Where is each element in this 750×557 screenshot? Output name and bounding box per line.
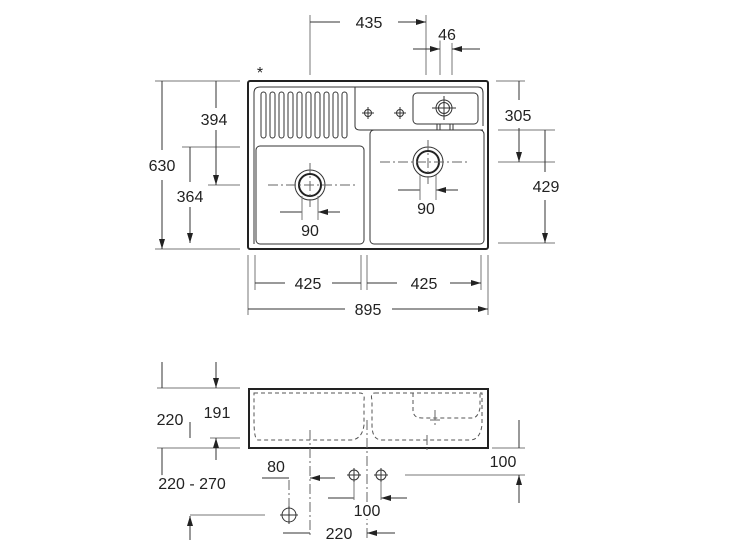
- dim-895: 895: [355, 302, 382, 319]
- rim-inner: [253, 86, 484, 244]
- overflow-box: [412, 92, 479, 125]
- dim-191: 191: [204, 405, 231, 422]
- dim-305: 305: [505, 108, 532, 125]
- waste-pipe-icon: [280, 506, 298, 524]
- left-basin: [255, 145, 365, 245]
- drainer-ribs: [260, 91, 348, 139]
- dim-630: 630: [149, 158, 176, 175]
- tap-hole-cross-icon: [394, 107, 406, 119]
- dim-220-270: 220 - 270: [158, 476, 226, 493]
- supply-hole-icon: [347, 468, 361, 482]
- dim-100-supply-spacing: 100: [354, 503, 381, 520]
- left-basin-hidden: [253, 392, 365, 441]
- sink-outline-front: [248, 388, 489, 449]
- sink-outline-top: [247, 80, 489, 250]
- dim-90-right: 90: [417, 201, 435, 218]
- dim-394: 394: [201, 112, 228, 129]
- left-drain-icon: [268, 163, 356, 207]
- dim-425-right: 425: [411, 276, 438, 293]
- overflow-circle-icon: [432, 96, 456, 120]
- dim-364: 364: [177, 189, 204, 206]
- dim-100-supply-height: 100: [490, 454, 517, 471]
- overflow-hidden: [412, 393, 481, 419]
- supply-hole-icon: [374, 468, 388, 482]
- dim-46: 46: [438, 27, 456, 44]
- top-view: * 435 46 630: [146, 15, 562, 322]
- right-basin: [369, 129, 485, 245]
- dim-80: 80: [267, 459, 285, 476]
- right-basin-hidden: [370, 392, 483, 441]
- tap-hole-cross-icon: [362, 107, 374, 119]
- dim-429: 429: [533, 179, 560, 196]
- right-drain-icon: [380, 140, 468, 184]
- dim-425-left: 425: [295, 276, 322, 293]
- tap-deck: [354, 87, 483, 131]
- dim-220-waste: 220: [326, 526, 353, 543]
- asterisk-marker: *: [257, 65, 263, 82]
- dim-220-height: 220: [157, 412, 184, 429]
- dim-90-left: 90: [301, 223, 319, 240]
- side-view: 220 191 220 - 270 80 100 220 100: [154, 362, 525, 546]
- dim-435: 435: [356, 15, 383, 32]
